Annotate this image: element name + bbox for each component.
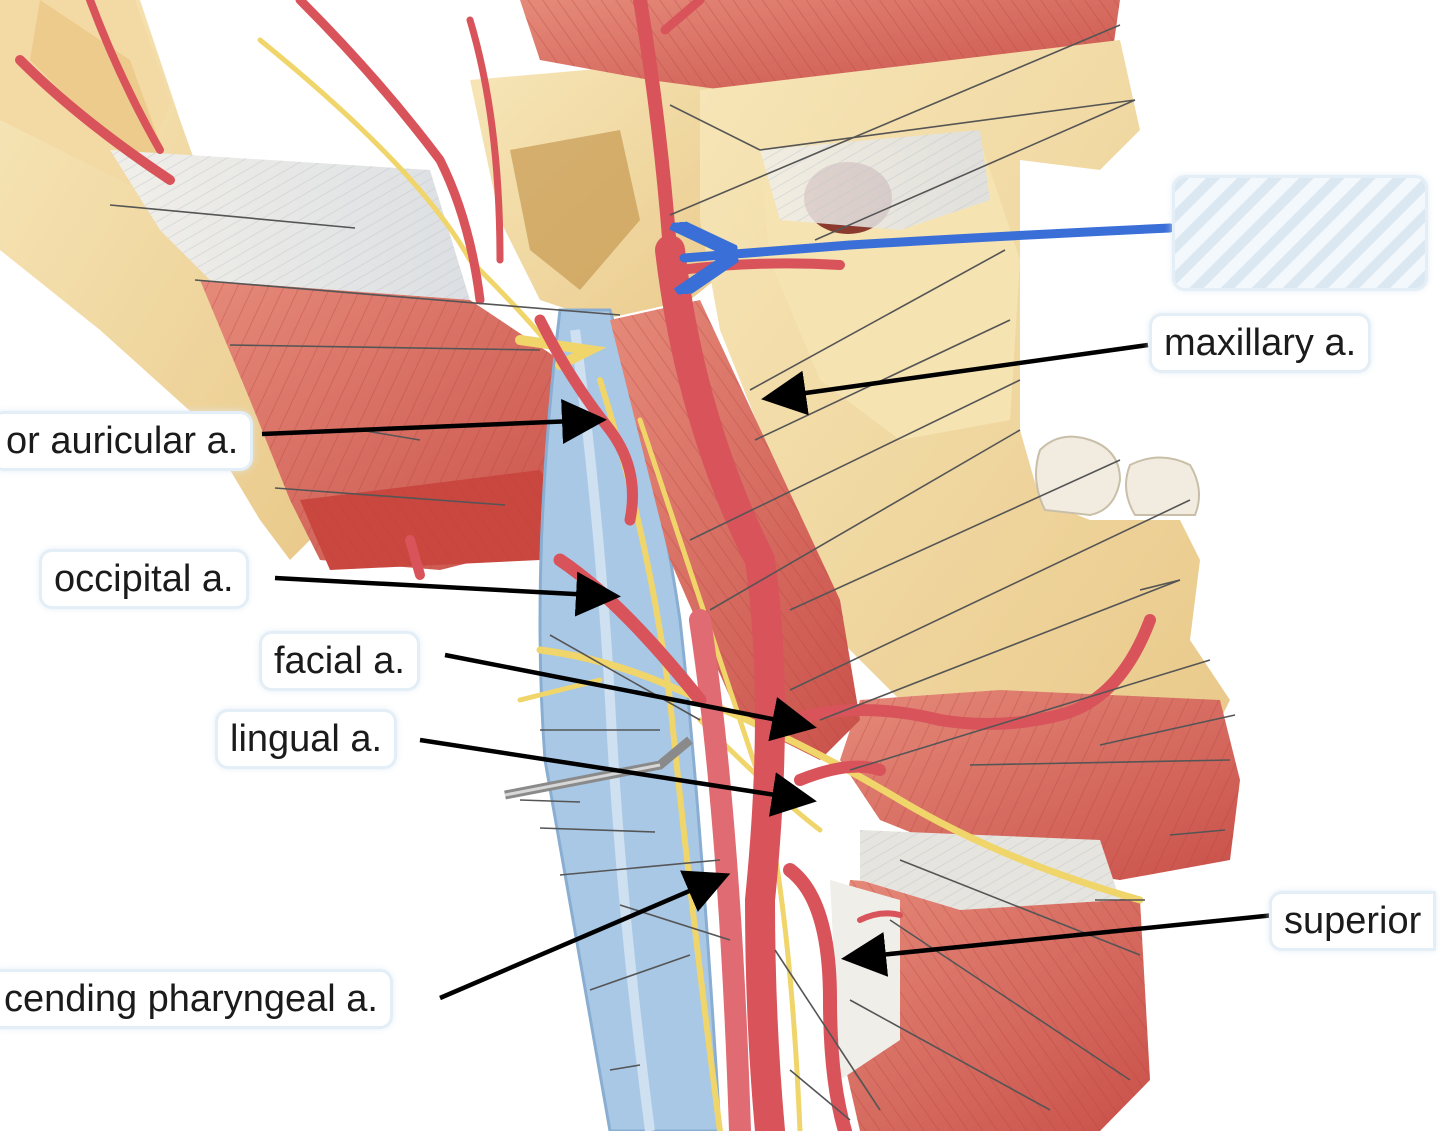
label-lingual-artery[interactable]: lingual a. bbox=[218, 712, 395, 766]
arrow-lingual bbox=[419, 737, 817, 817]
lower-right-muscles bbox=[830, 690, 1240, 1131]
arrow-superior bbox=[841, 912, 1276, 977]
arrow-posterior-auricular bbox=[261, 399, 607, 444]
hidden-label-box[interactable] bbox=[1175, 178, 1425, 288]
label-superior-text: superior bbox=[1284, 900, 1422, 942]
arrow-ascending-pharyngeal bbox=[439, 870, 731, 1001]
molar-teeth bbox=[1035, 435, 1200, 517]
label-lingual-text: lingual a. bbox=[230, 718, 383, 760]
label-facial-text: facial a. bbox=[274, 640, 405, 682]
arrow-maxillary bbox=[761, 342, 1149, 416]
arteries bbox=[15, 0, 1156, 1131]
mandible bbox=[700, 40, 1230, 760]
label-maxillary-artery[interactable]: maxillary a. bbox=[1152, 316, 1369, 370]
label-ascending-pharyngeal-text: cending pharyngeal a. bbox=[4, 978, 378, 1020]
label-posterior-auricular-text: or auricular a. bbox=[6, 420, 239, 462]
label-superior-artery[interactable]: superior bbox=[1272, 894, 1434, 948]
label-ascending-pharyngeal-artery[interactable]: cending pharyngeal a. bbox=[0, 972, 390, 1026]
retractor bbox=[504, 736, 693, 800]
label-occipital-artery[interactable]: occipital a. bbox=[42, 552, 246, 606]
muscle-block-left bbox=[200, 280, 580, 570]
label-maxillary-text: maxillary a. bbox=[1164, 322, 1357, 364]
label-occipital-text: occipital a. bbox=[54, 558, 234, 600]
pointer-arrows bbox=[261, 342, 1276, 1001]
label-facial-artery[interactable]: facial a. bbox=[262, 634, 417, 688]
label-posterior-auricular-artery[interactable]: or auricular a. bbox=[0, 414, 251, 468]
highlight-arrow bbox=[684, 228, 1175, 258]
arrow-occipital bbox=[274, 571, 621, 617]
arrow-facial bbox=[444, 652, 817, 742]
leader-lines bbox=[109, 24, 1236, 1121]
